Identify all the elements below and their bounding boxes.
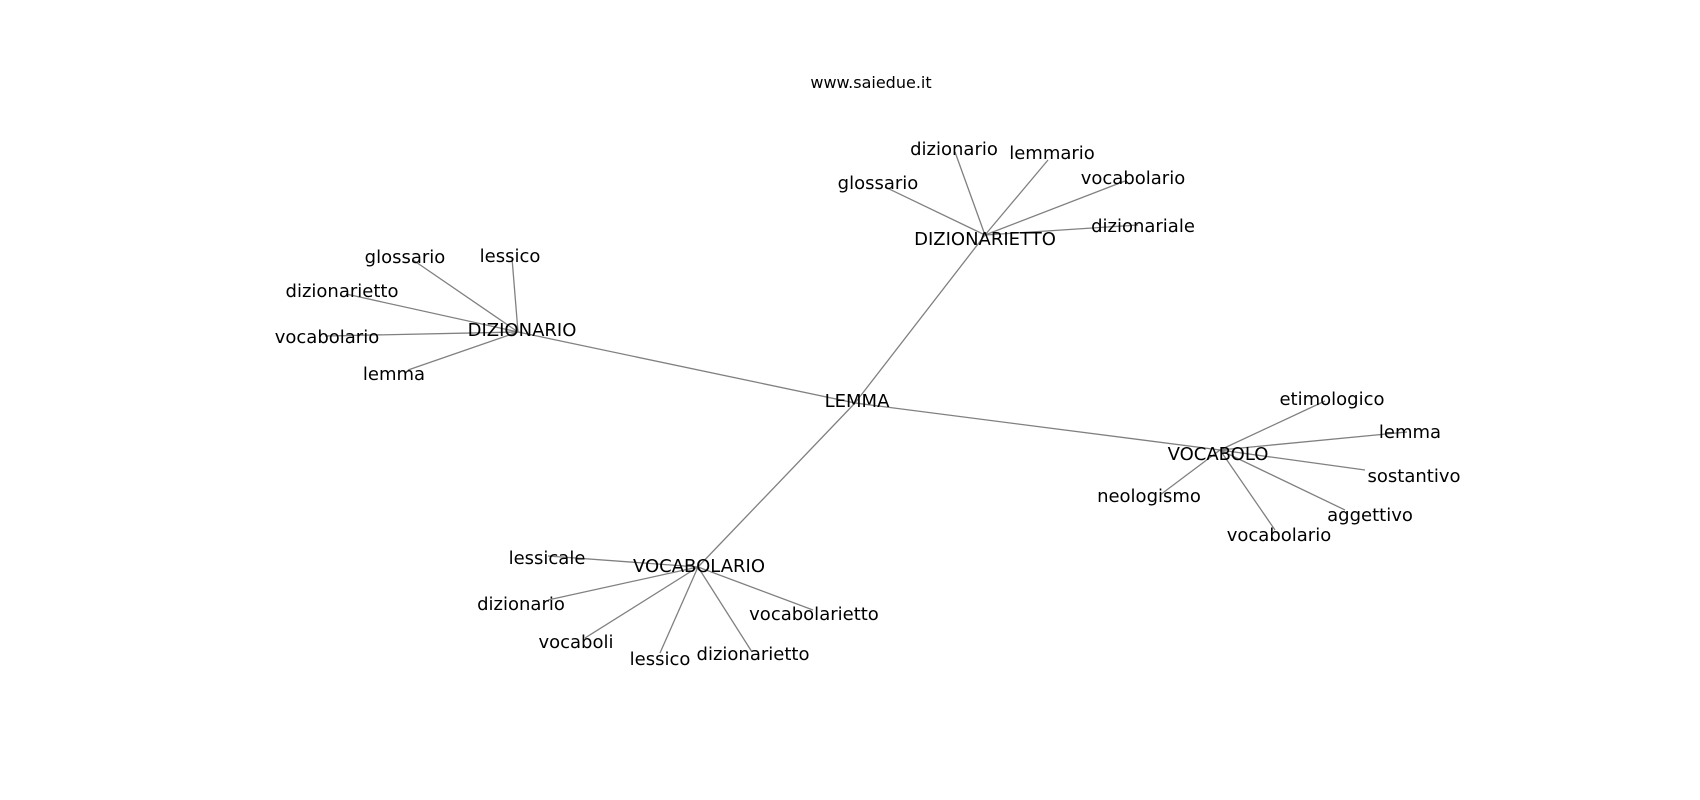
node-label-vocabolo: VOCABOLO [1168,444,1269,465]
node-label-dizionarietto-dizionariale: dizionariale [1091,216,1195,237]
edge-dizionarietto-vocabolario [984,180,1126,236]
edge-vocabolario-vocaboli [584,566,699,639]
node-label-vocabolario-dizionario: dizionario [477,594,565,615]
node-label-vocabolario: VOCABOLARIO [633,556,765,577]
node-label-vocabolario-lessico: lessico [630,649,691,670]
edge-vocabolo-vocabolario [1219,449,1276,531]
edge-lemma-vocabolo [854,402,1221,451]
edge-vocabolo-aggettivo [1219,449,1346,511]
edge-lemma-dizionarietto [854,234,986,404]
edge-lemma-dizionario [517,331,856,404]
edge-vocabolo-lemma [1219,431,1408,451]
node-label-vocabolo-aggettivo: aggettivo [1327,505,1413,526]
labels-layer: LEMMA DIZIONARIETTO dizionario lemmario glos… [275,139,1461,670]
edge-dizionarietto-lemmario [984,159,1049,236]
edge-dizionario-lemma [407,331,519,371]
node-label-dizionario-lessico: lessico [480,246,541,267]
edge-vocabolario-vocabolarietto [697,566,814,611]
node-label-vocabolario-lessicale: lessicale [509,548,586,569]
edge-vocabolario-dizionario [547,566,699,601]
node-label-vocabolo-vocabolario: vocabolario [1227,525,1331,546]
edge-vocabolo-sostantivo [1219,449,1366,471]
node-label-dizionario-glossario: glossario [365,247,446,268]
edge-dizionarietto-dizionariale [984,224,1139,236]
node-label-dizionario-vocabolario: vocabolario [275,327,379,348]
edge-lemma-vocabolario [697,402,856,568]
node-label-vocabolario-vocaboli: vocaboli [538,632,613,653]
edge-vocabolario-dizionarietto [697,566,753,653]
node-label-dizionarietto-lemmario: lemmario [1009,143,1095,164]
edge-dizionario-lessico [511,257,519,333]
node-label-dizionarietto-dizionario: dizionario [910,139,998,160]
node-label-vocabolario-vocabolarietto: vocabolarietto [749,604,879,625]
node-label-vocabolario-dizionarietto: dizionarietto [697,644,810,665]
node-label-vocabolo-etimologico: etimologico [1279,389,1384,410]
edge-dizionarietto-glossario [884,186,986,236]
node-label-dizionarietto-glossario: glossario [838,173,919,194]
edge-dizionario-vocabolario [324,331,519,337]
node-label-dizionarietto: DIZIONARIETTO [914,229,1056,250]
node-label-lemma: LEMMA [825,391,890,412]
edge-vocabolo-etimologico [1219,400,1326,451]
edge-dizionario-dizionarietto [345,293,519,333]
edge-vocabolario-lessicale [547,555,699,568]
node-label-dizionarietto-vocabolario: vocabolario [1081,168,1185,189]
node-label-dizionario: DIZIONARIO [468,320,577,341]
watermark-text: www.saiedue.it [810,73,931,92]
node-label-dizionario-dizionarietto: dizionarietto [286,281,399,302]
edge-dizionario-glossario [412,259,519,333]
node-label-dizionario-lemma: lemma [363,364,425,385]
node-label-vocabolo-lemma: lemma [1379,422,1441,443]
edge-dizionarietto-dizionario [954,151,986,236]
edges-layer [324,151,1408,654]
edge-vocabolo-neologismo [1159,449,1221,496]
node-label-vocabolo-sostantivo: sostantivo [1368,466,1461,487]
node-label-vocabolo-neologismo: neologismo [1097,486,1201,507]
edge-vocabolario-lessico [659,566,699,654]
